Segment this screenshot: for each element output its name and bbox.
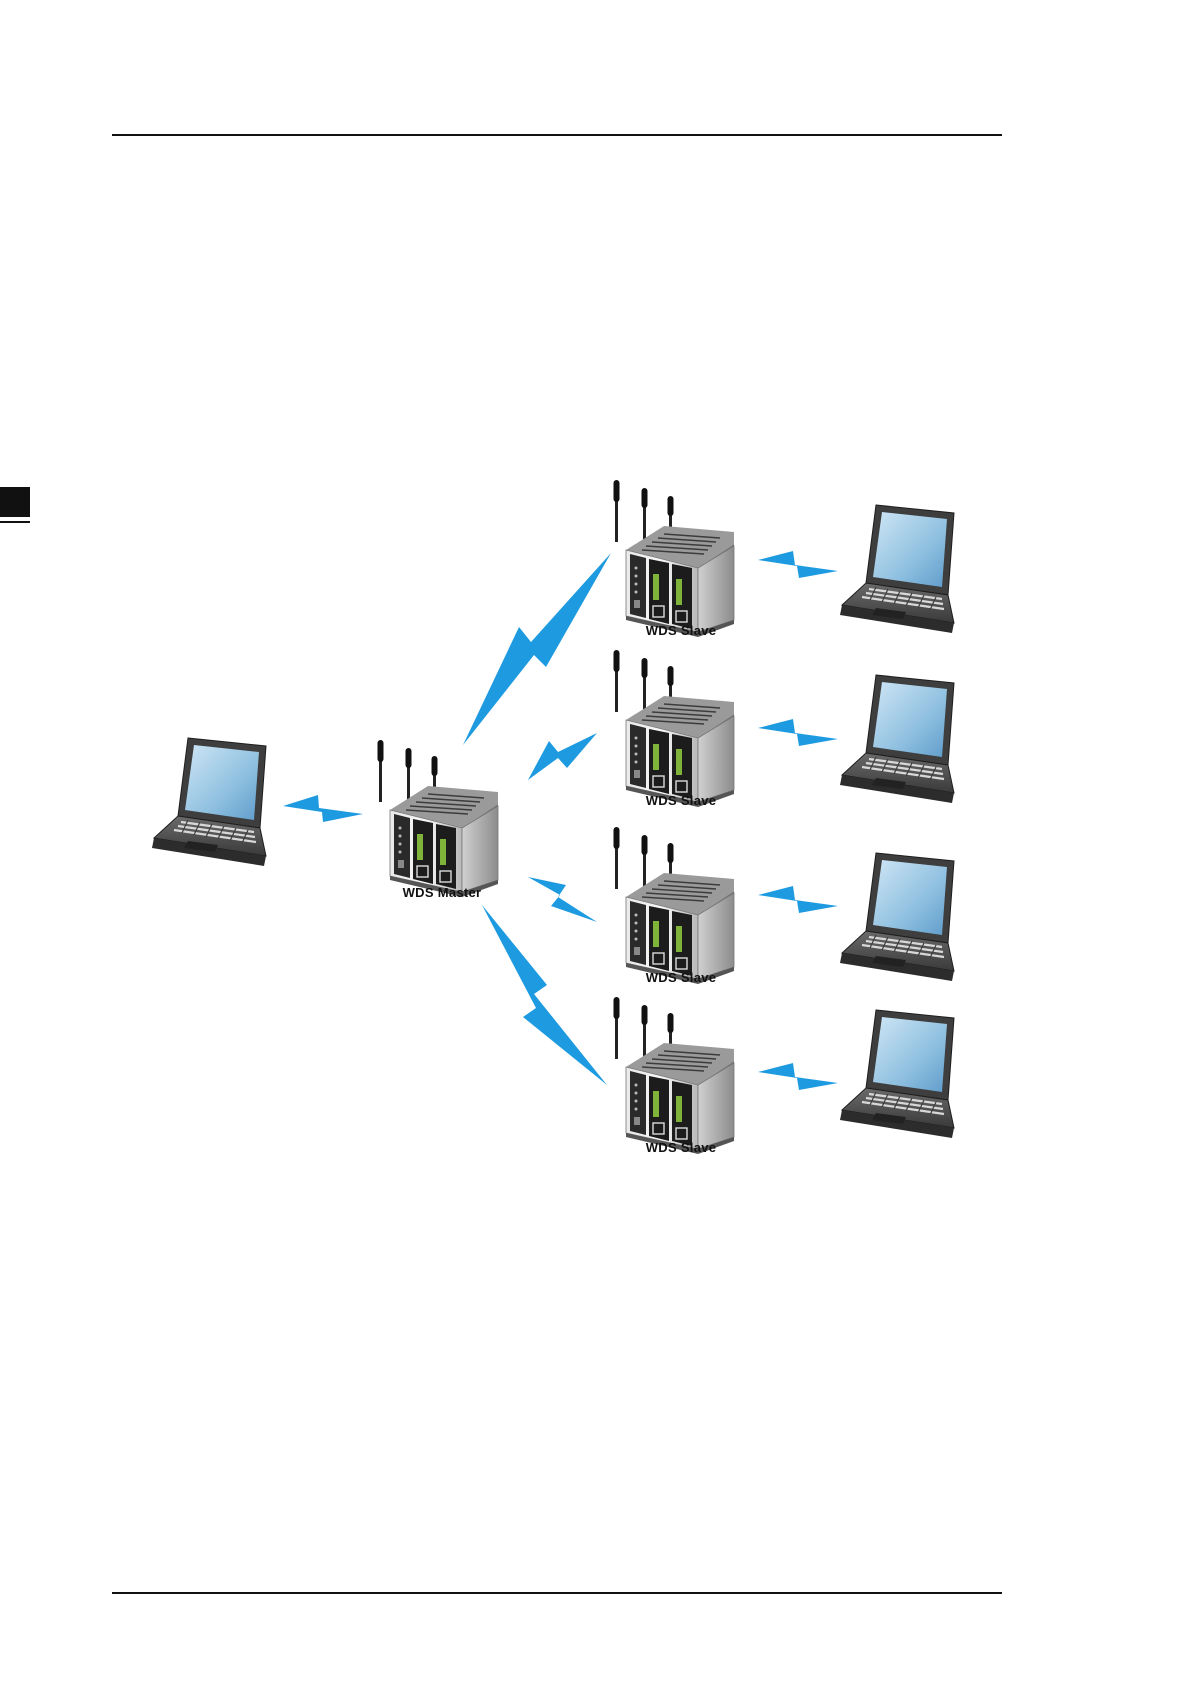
lightning-bolt-icon	[482, 905, 607, 1085]
lightning-bolt-icon	[758, 551, 838, 578]
wds-slave-device: WDS Slave	[614, 997, 735, 1155]
laptop-icon	[840, 1010, 954, 1138]
wireless-access-point-icon	[614, 650, 735, 807]
laptop-icon	[840, 853, 954, 981]
wireless-access-point-icon	[614, 480, 735, 637]
wireless-access-point-icon	[378, 740, 499, 897]
lightning-bolt-icon	[758, 719, 838, 746]
wds-slave-device: WDS Slave	[614, 827, 735, 985]
laptop-icon	[840, 675, 954, 803]
wds-slave-label: WDS Slave	[646, 623, 717, 638]
lightning-bolt-icon	[463, 553, 611, 745]
wds-slave-label: WDS Slave	[646, 793, 717, 808]
wds-slave-label: WDS Slave	[646, 1140, 717, 1155]
wds-slave-device: WDS Slave	[614, 480, 735, 638]
wireless-access-point-icon	[614, 827, 735, 984]
lightning-bolt-icon	[758, 886, 838, 913]
wds-master-label: WDS Master	[403, 885, 482, 900]
lightning-bolt-icon	[758, 1063, 838, 1090]
wireless-access-point-icon	[614, 997, 735, 1154]
laptop-icon	[152, 738, 266, 866]
lightning-bolt-icon	[528, 733, 597, 780]
laptop-icon	[840, 505, 954, 633]
lightning-bolt-icon	[528, 877, 597, 922]
wds-slave-device: WDS Slave	[614, 650, 735, 808]
footer-rule	[112, 1592, 1002, 1594]
wds-master-device: WDS Master	[378, 740, 499, 900]
lightning-bolt-icon	[283, 795, 363, 822]
wds-slave-label: WDS Slave	[646, 970, 717, 985]
